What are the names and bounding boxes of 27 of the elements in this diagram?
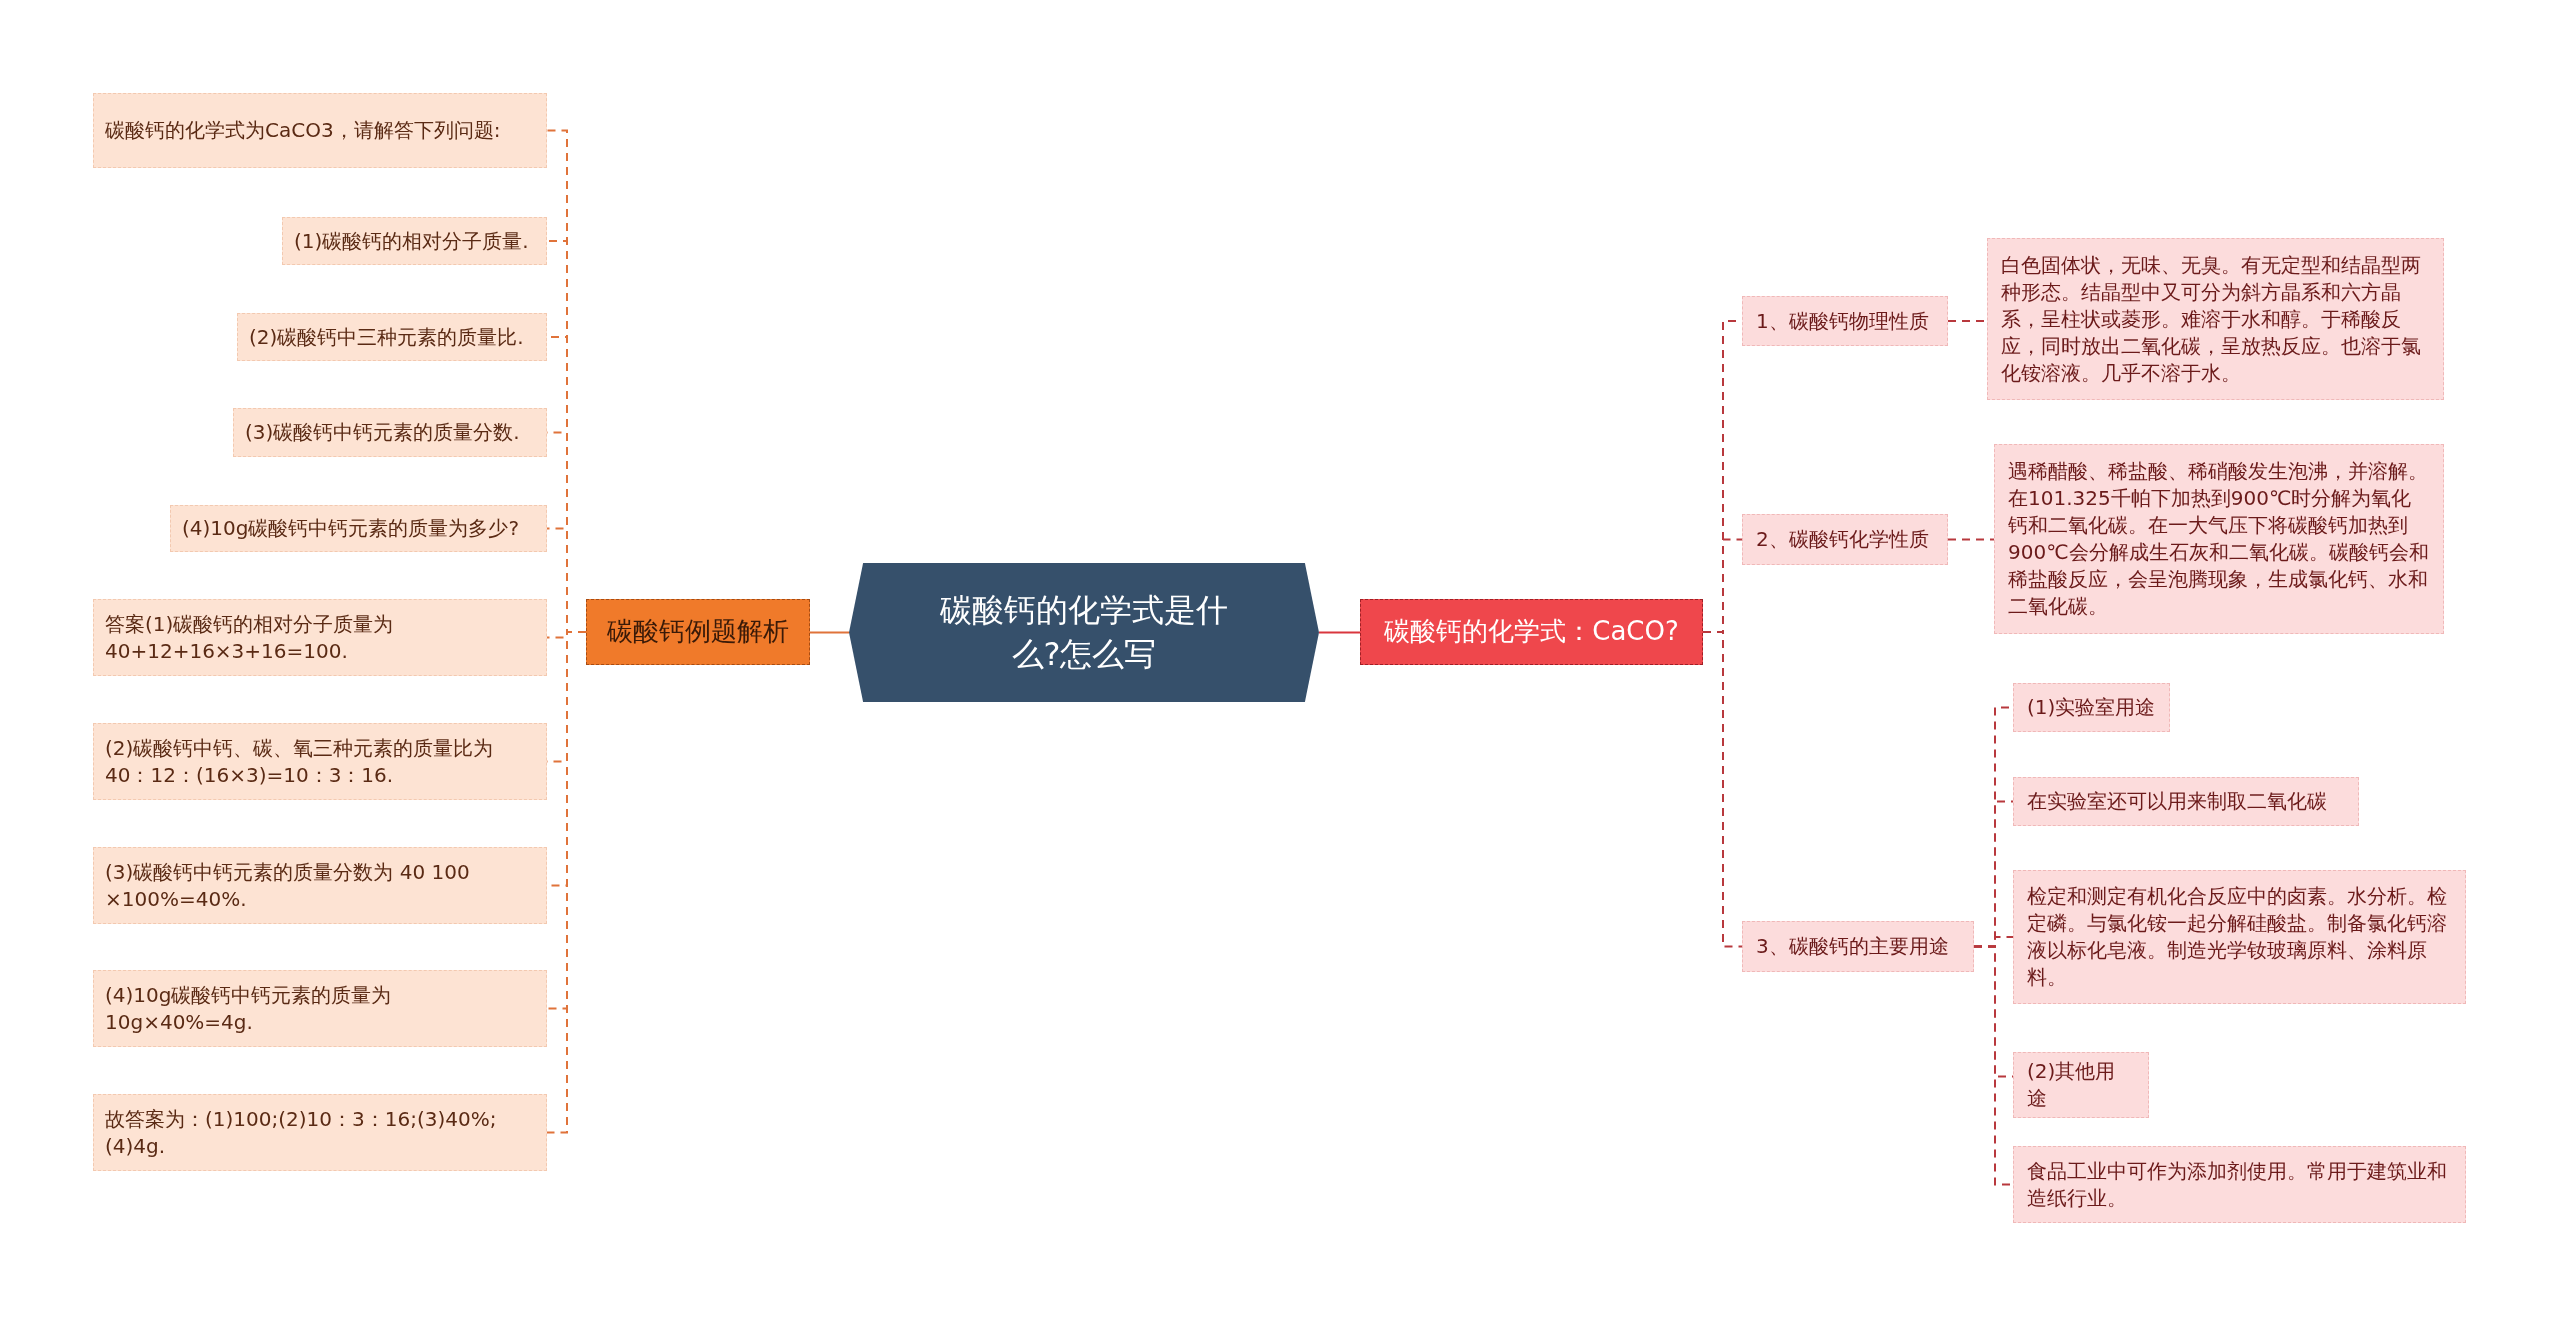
connector-line [1947,538,1995,541]
branch-box: 碳酸钙例题解析 [586,599,810,665]
text-box: (3)碳酸钙中钙元素的质量分数为 40 100 ×100%=40%. [93,847,547,924]
text-box: 食品工业中可作为添加剂使用。常用于建筑业和造纸行业。 [2013,1146,2466,1223]
text-box: (1)碳酸钙的相对分子质量. [282,217,547,265]
topic-box: 2、碳酸钙化学性质 [1742,514,1948,565]
connector-line [809,631,850,634]
text-box: (3)碳酸钙中钙元素的质量分数. [233,408,547,457]
text-box: 在实验室还可以用来制取二氧化碳 [2013,777,2359,826]
branch-box: 碳酸钙的化学式：CaCO? [1360,599,1703,665]
central-topic: 碳酸钙的化学式是什么?怎么写 [849,563,1319,702]
text-box: (4)10g碳酸钙中钙元素的质量为多少? [170,505,547,552]
text-box: (2)碳酸钙中三种元素的质量比. [237,313,547,361]
text-box: 白色固体状，无味、无臭。有无定型和结晶型两种形态。结晶型中又可分为斜方晶系和六方晶系，呈柱状或菱形。难溶于水和醇。于稀酸反应，同时放出二氧化碳，呈放热反应。也溶于氯化铵溶液。几乎不溶于水。 [1987,238,2444,400]
connector-line [1318,631,1361,634]
text-box: 遇稀醋酸、稀盐酸、稀硝酸发生泡沸，并溶解。在101.325千帕下加热到900℃时分解为氧化钙和二氧化碳。在一大气压下将碳酸钙加热到900℃会分解成生石灰和二氧化碳。碳酸钙会和稀盐酸反应，会呈泡腾现象，生成氯化钙、水和二氧化碳。 [1994,444,2444,634]
text-box: (2)其他用途 [2013,1052,2149,1118]
text-box: (4)10g碳酸钙中钙元素的质量为10g×40%=4g. [93,970,547,1047]
text-box: 检定和测定有机化合反应中的卤素。水分析。检定磷。与氯化铵一起分解硅酸盐。制备氯化钙溶液以标化皂液。制造光学钕玻璃原料、涂料原料。 [2013,870,2466,1004]
text-box: (1)实验室用途 [2013,683,2170,732]
connector-line [1702,631,1743,948]
topic-box: 1、碳酸钙物理性质 [1742,296,1948,346]
text-box: (2)碳酸钙中钙、碳、氧三种元素的质量比为40：12：(16×3)=10：3：16. [93,723,547,800]
text-box: 碳酸钙的化学式为CaCO3，请解答下列问题: [93,93,547,168]
text-box: 答案(1)碳酸钙的相对分子质量为40+12+16×3+16=100. [93,599,547,676]
topic-box: 3、碳酸钙的主要用途 [1742,921,1974,972]
text-box: 故答案为：(1)100;(2)10：3：16;(3)40%;(4)4g. [93,1094,547,1171]
